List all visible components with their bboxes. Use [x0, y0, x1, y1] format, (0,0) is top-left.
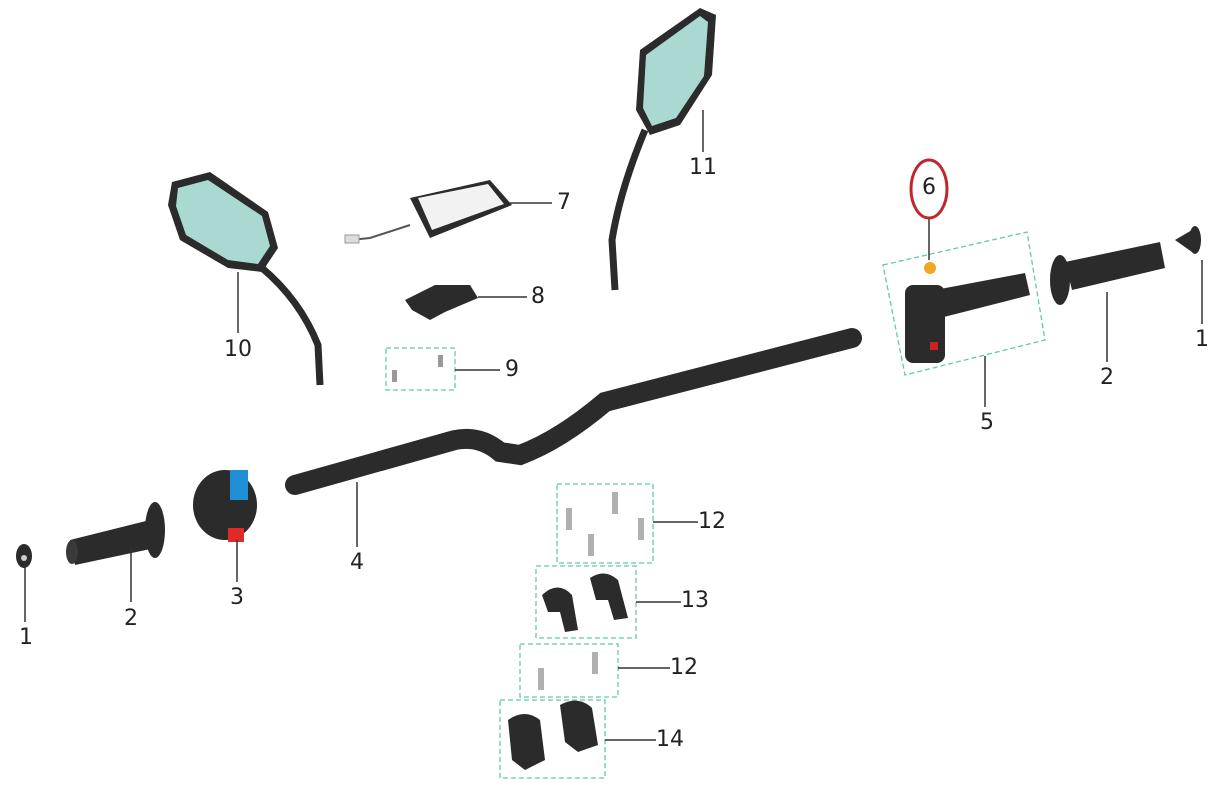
callout-13: 13 [681, 588, 709, 613]
highlight-circle [909, 158, 949, 220]
right-mirror [608, 8, 716, 291]
callout-9: 9 [505, 357, 519, 382]
throttle-assembly [905, 273, 1030, 363]
callout-10: 10 [224, 337, 252, 362]
callout-2-right: 2 [1100, 365, 1114, 390]
callout-6: 6 [922, 175, 936, 200]
left-mirror [168, 172, 324, 386]
right-end-cap [1175, 226, 1201, 254]
callout-5: 5 [980, 410, 994, 435]
bolts-box-12-bottom [519, 643, 619, 698]
throttle-box-5 [882, 231, 1046, 376]
right-grip [1050, 242, 1165, 305]
callout-1-right: 1 [1195, 327, 1209, 352]
left-grip [66, 502, 165, 565]
callout-12-bottom: 12 [670, 655, 698, 680]
leader-lines [24, 110, 1203, 741]
left-end-cap [16, 544, 32, 568]
callout-7: 7 [557, 190, 571, 215]
bolts-12-top [566, 492, 644, 556]
screws-box-9 [385, 347, 456, 391]
screw [392, 370, 397, 382]
riser [560, 700, 598, 752]
callout-2-left: 2 [124, 606, 138, 631]
bracket [405, 285, 478, 320]
upper-clamp [590, 573, 628, 620]
callout-4: 4 [350, 550, 364, 575]
callout-12-top: 12 [698, 509, 726, 534]
callout-11: 11 [689, 155, 717, 180]
callout-14: 14 [656, 727, 684, 752]
riser [508, 714, 545, 770]
handlebar [285, 328, 862, 495]
callout-3: 3 [230, 585, 244, 610]
callout-8: 8 [531, 284, 545, 309]
screw [438, 355, 443, 367]
risers-box-14 [499, 699, 606, 779]
throttle-screw-6 [924, 262, 936, 274]
left-switch [193, 470, 257, 542]
bolts-12-bottom [538, 652, 598, 690]
bolts-box-12-top [556, 483, 654, 564]
electronic-module [344, 180, 512, 244]
upper-clamp [542, 587, 578, 632]
callout-1-left: 1 [19, 625, 33, 650]
